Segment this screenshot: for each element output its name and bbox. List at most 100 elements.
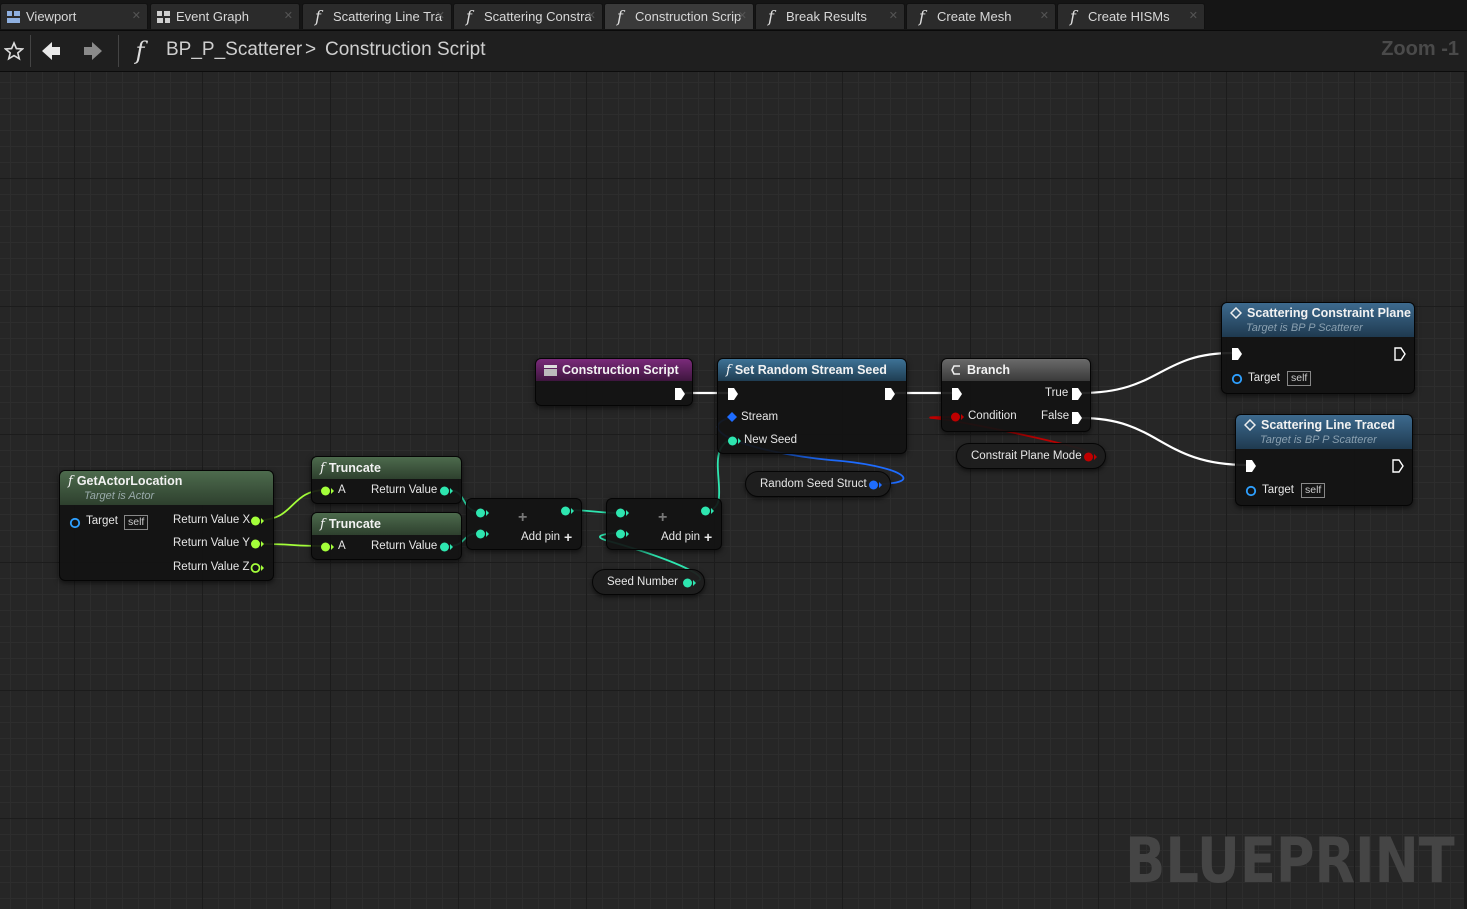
close-icon[interactable]: ✕ <box>586 10 596 22</box>
event-icon <box>544 364 557 376</box>
add-pin-label[interactable]: Add pin <box>661 531 701 543</box>
int-pin-icon[interactable] <box>475 528 489 540</box>
graph-canvas[interactable] <box>0 72 1467 909</box>
int-pin-icon[interactable] <box>615 507 629 519</box>
variable-label: Seed Number <box>607 576 678 588</box>
struct-pin-icon[interactable] <box>727 412 737 422</box>
add-symbol: + <box>518 509 528 526</box>
forward-button[interactable] <box>78 37 108 65</box>
exec-pin-icon[interactable] <box>1071 411 1083 425</box>
object-pin-icon[interactable] <box>69 517 81 529</box>
exec-pin-icon[interactable] <box>1392 459 1404 473</box>
self-value[interactable]: self <box>1301 483 1326 498</box>
self-value[interactable]: self <box>124 515 149 530</box>
int-pin-icon[interactable] <box>682 577 696 589</box>
int-pin-icon[interactable] <box>615 528 629 540</box>
node-title: Truncate <box>328 461 381 475</box>
tab-label: Event Graph <box>176 9 249 24</box>
graph-scrollbar[interactable] <box>1464 72 1467 909</box>
pin-label-false: False <box>1041 410 1070 422</box>
breadcrumb-blueprint[interactable]: BP_P_Scatterer <box>166 39 303 60</box>
tab-break-results[interactable]: f Break Results ✕ <box>755 3 905 29</box>
bool-pin-icon[interactable] <box>950 411 964 423</box>
exec-pin-icon[interactable] <box>1231 347 1243 361</box>
arrow-right-icon <box>84 42 102 60</box>
back-button[interactable] <box>36 37 66 65</box>
float-pin-icon[interactable] <box>250 538 264 550</box>
favorite-button[interactable] <box>2 37 26 65</box>
exec-pin-icon[interactable] <box>674 387 686 401</box>
object-pin-icon[interactable] <box>1245 485 1257 497</box>
node-scattering-line-traced[interactable]: Scattering Line Traced Target is BP P Sc… <box>1235 414 1413 506</box>
close-icon[interactable]: ✕ <box>131 10 141 22</box>
close-icon[interactable]: ✕ <box>435 10 445 22</box>
breadcrumb-graph: Construction Script <box>325 39 486 60</box>
pin-label-stream: Stream <box>741 411 779 423</box>
pin-label-target: Target <box>1262 484 1294 496</box>
int-pin-icon[interactable] <box>475 507 489 519</box>
node-add-2[interactable]: + Add pin + <box>606 498 722 550</box>
float-pin-icon[interactable] <box>320 541 334 553</box>
exec-pin-icon[interactable] <box>951 387 963 401</box>
float-pin-icon[interactable] <box>320 485 334 497</box>
tab-label: Construction Scrip <box>635 9 742 24</box>
struct-pin-icon[interactable] <box>868 479 882 491</box>
node-truncate-2[interactable]: f Truncate A Return Value <box>311 512 462 560</box>
int-pin-icon[interactable] <box>439 485 453 497</box>
tab-label: Viewport <box>26 9 77 24</box>
toolbar-separator <box>30 35 31 67</box>
bool-pin-icon[interactable] <box>1083 451 1097 463</box>
exec-pin-icon[interactable] <box>884 387 896 401</box>
node-get-actor-location[interactable]: f GetActorLocation Target is Actor Targe… <box>59 470 274 581</box>
node-header[interactable]: f GetActorLocation <box>60 471 273 505</box>
plus-icon[interactable]: + <box>564 529 573 545</box>
int-pin-icon[interactable] <box>700 505 714 517</box>
exec-pin-icon[interactable] <box>1394 347 1406 361</box>
pin-label-return-y: Return Value Y <box>173 537 250 549</box>
tab-construction-script[interactable]: f Construction Scrip ✕ <box>604 3 754 29</box>
node-header[interactable]: Scattering Line Traced <box>1236 415 1412 449</box>
tab-viewport[interactable]: Viewport ✕ <box>0 3 148 29</box>
tab-create-mesh[interactable]: f Create Mesh ✕ <box>906 3 1056 29</box>
exec-pin-icon[interactable] <box>1245 459 1257 473</box>
node-header[interactable]: Branch <box>942 359 1090 381</box>
close-icon[interactable]: ✕ <box>283 10 293 22</box>
tab-scattering-line-traced[interactable]: f Scattering Line Tra ✕ <box>302 3 452 29</box>
tab-scattering-constraint[interactable]: f Scattering Constra ✕ <box>453 3 603 29</box>
node-add-1[interactable]: + Add pin + <box>466 498 582 550</box>
close-icon[interactable]: ✕ <box>888 10 898 22</box>
plus-icon[interactable]: + <box>704 529 713 545</box>
node-scattering-constraint-plane[interactable]: Scattering Constraint Plane Target is BP… <box>1221 302 1415 394</box>
close-icon[interactable]: ✕ <box>737 10 747 22</box>
node-truncate-1[interactable]: f Truncate A Return Value <box>311 456 462 504</box>
function-icon: f <box>315 7 321 26</box>
node-header[interactable]: f Set Random Stream Seed <box>718 359 906 381</box>
close-icon[interactable]: ✕ <box>1188 10 1198 22</box>
variable-seed-number[interactable]: Seed Number <box>592 569 705 595</box>
close-icon[interactable]: ✕ <box>1039 10 1049 22</box>
pin-label-return-x: Return Value X <box>173 514 251 526</box>
variable-constrait-plane-mode[interactable]: Constrait Plane Mode <box>956 443 1106 469</box>
int-pin-icon[interactable] <box>727 435 741 447</box>
int-pin-icon[interactable] <box>439 541 453 553</box>
int-pin-icon[interactable] <box>560 505 574 517</box>
node-header[interactable]: Scattering Constraint Plane <box>1222 303 1414 337</box>
float-pin-icon[interactable] <box>250 562 264 574</box>
node-header[interactable]: f Truncate <box>312 513 461 535</box>
node-header[interactable]: Construction Script <box>536 359 692 381</box>
tab-create-hisms[interactable]: f Create HISMs ✕ <box>1057 3 1205 29</box>
toolbar-separator <box>118 35 119 67</box>
tab-label: Create Mesh <box>937 9 1012 24</box>
node-header[interactable]: f Truncate <box>312 457 461 479</box>
add-pin-label[interactable]: Add pin <box>521 531 561 543</box>
exec-pin-icon[interactable] <box>1071 387 1083 401</box>
self-value[interactable]: self <box>1287 371 1312 386</box>
tab-event-graph[interactable]: Event Graph ✕ <box>150 3 300 29</box>
node-construction-script[interactable]: Construction Script <box>535 358 693 406</box>
node-set-random-stream-seed[interactable]: f Set Random Stream Seed Stream New Seed <box>717 358 907 454</box>
object-pin-icon[interactable] <box>1231 373 1243 385</box>
float-pin-icon[interactable] <box>250 515 264 527</box>
exec-pin-icon[interactable] <box>727 387 739 401</box>
variable-random-seed-struct[interactable]: Random Seed Struct <box>745 471 891 497</box>
node-branch[interactable]: Branch True Condition False <box>941 358 1091 432</box>
